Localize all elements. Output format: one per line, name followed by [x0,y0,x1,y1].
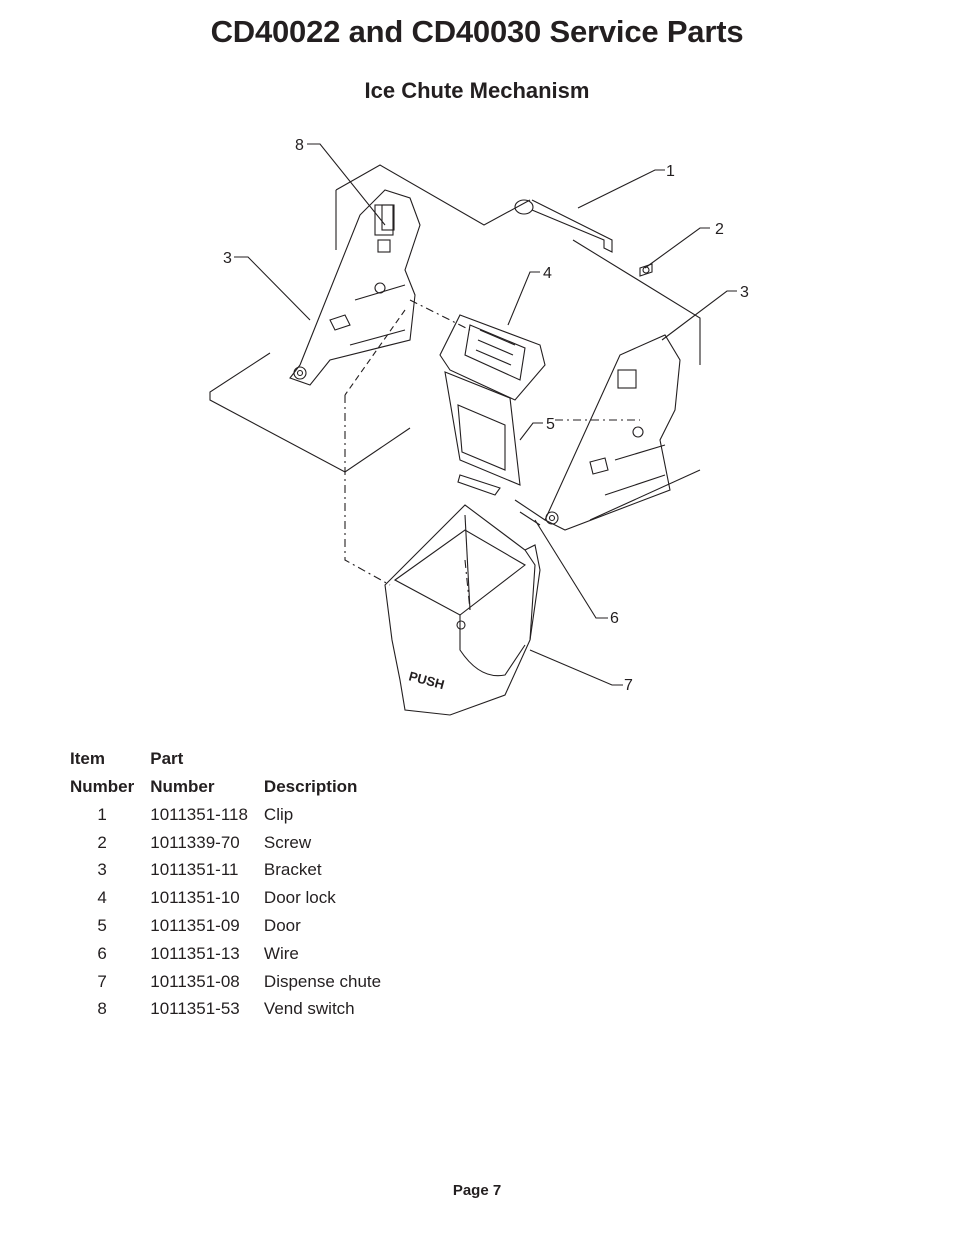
section-subtitle: Ice Chute Mechanism [364,78,590,103]
header-item: Item [70,749,105,768]
table-row: 6 1011351-13 Wire [66,940,393,968]
table-header-row-1: Item Part [66,745,393,773]
right-bracket-part [544,334,681,531]
part-number: 1011351-08 [150,971,240,991]
part-number: 1011351-118 [150,804,248,824]
part-description: Clip [263,804,294,824]
part-number: 1011351-53 [150,999,240,1019]
wire-part [514,499,546,526]
table-row: 1 1011351-118 Clip [66,801,393,829]
door-lock-part [439,314,546,401]
callout-7: 7 [624,677,633,694]
part-number: 1011351-11 [150,860,239,880]
item-number: 7 [97,971,107,991]
page-title: CD40022 and CD40030 Service Parts [210,14,744,49]
part-description: Bracket [263,860,322,880]
table-row: 5 1011351-09 Door [66,912,393,940]
table-row: 2 1011339-70 Screw [66,829,393,857]
callout-6: 6 [610,610,619,627]
item-number: 8 [97,999,107,1019]
leader-lines [234,143,737,686]
header-description: Description [263,777,358,796]
item-number: 6 [97,943,107,963]
page-number: Page 7 [452,1182,502,1199]
table-row: 4 1011351-10 Door lock [66,884,393,912]
callout-5: 5 [546,416,555,433]
table-row: 7 1011351-08 Dispense chute [66,968,393,996]
part-description: Vend switch [263,999,355,1019]
part-number: 1011351-13 [150,943,240,963]
door-part [444,371,521,496]
item-number: 1 [97,804,107,824]
left-bracket-part [289,189,421,386]
header-part: Part [150,749,184,768]
part-number: 1011351-09 [150,916,240,936]
part-number: 1011351-10 [150,888,240,908]
assembly-outline [335,164,531,226]
part-description: Dispense chute [263,971,382,991]
table-row: 8 1011351-53 Vend switch [66,996,393,1024]
chute-push-label: PUSH [407,668,446,692]
part-description: Screw [263,832,312,852]
callout-3-left: 3 [223,250,232,267]
header-empty [260,745,393,773]
table-row: 3 1011351-11 Bracket [66,857,393,885]
callout-1: 1 [666,163,675,180]
callout-8: 8 [295,137,304,154]
item-number: 3 [97,860,107,880]
parts-table: Item Part Number Number Description 1 10… [66,745,393,1023]
part-description: Door [263,916,301,936]
item-number: 2 [97,832,107,852]
dispense-chute-part [384,504,541,716]
exploded-parts-diagram: 8 1 2 3 4 3 5 6 7 PUSH [0,120,954,730]
screw-part [639,263,653,277]
header-part-number: Number [150,777,215,796]
part-number: 1011339-70 [150,832,240,852]
part-description: Door lock [263,888,336,908]
table-header-row-2: Number Number Description [66,773,393,801]
header-number: Number [70,777,135,796]
callout-3-right: 3 [740,284,749,301]
part-description: Wire [263,943,299,963]
clip-part [514,199,613,253]
callout-2: 2 [715,221,724,238]
item-number: 5 [97,916,107,936]
alignment-lines [344,395,391,586]
vend-switch-part [381,204,395,231]
callout-4: 4 [543,265,552,282]
item-number: 4 [97,888,107,908]
